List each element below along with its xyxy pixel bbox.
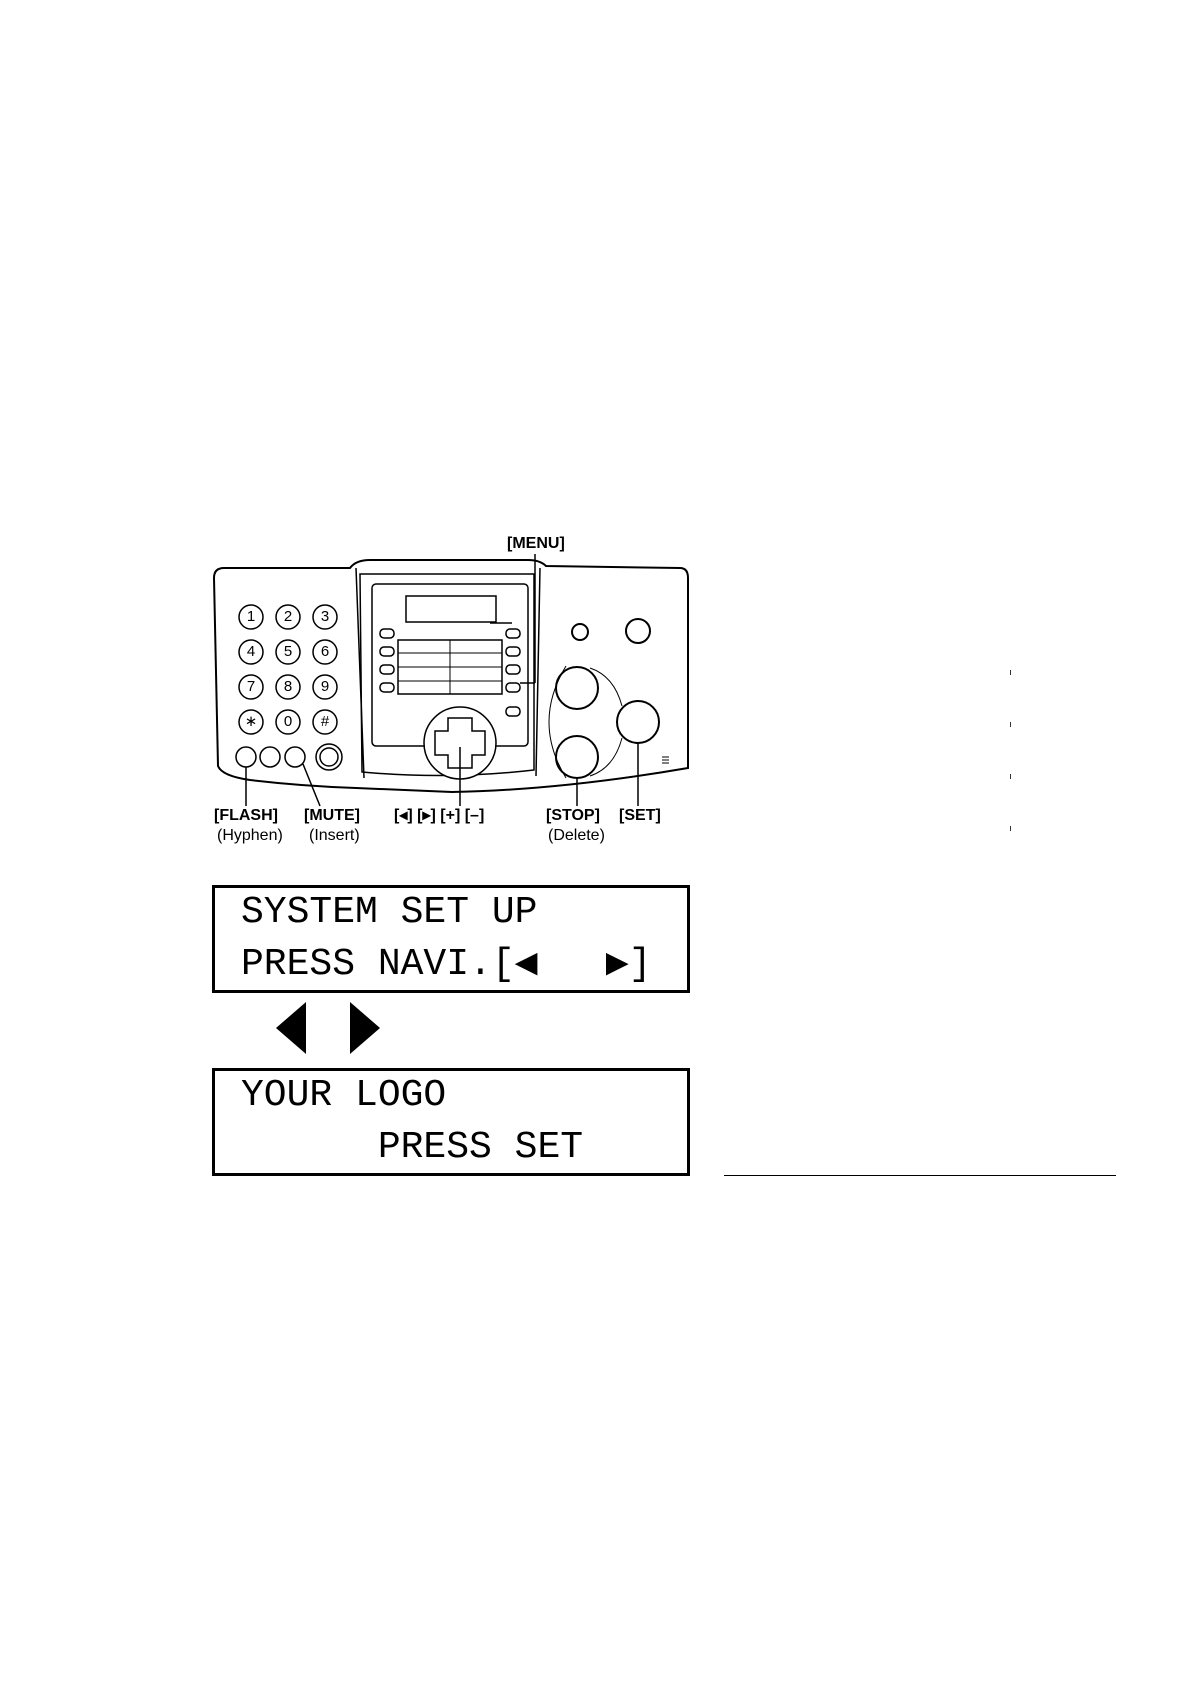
mute-label: [MUTE] bbox=[304, 807, 360, 825]
left-arrow-icon bbox=[276, 1002, 306, 1054]
section-divider bbox=[724, 1175, 1116, 1176]
tick-mark bbox=[1010, 670, 1011, 675]
menu-label: [MENU] bbox=[507, 535, 565, 553]
keypad-key-4: 5 bbox=[276, 642, 300, 662]
keypad-key-6: 7 bbox=[239, 677, 263, 697]
stop-label: [STOP] bbox=[546, 807, 600, 825]
stop-sub-label: (Delete) bbox=[548, 827, 605, 845]
keypad-key-11: # bbox=[313, 712, 337, 732]
panel-lcd bbox=[406, 596, 496, 622]
keypad-key-9: ∗ bbox=[239, 712, 263, 732]
keypad-key-3: 4 bbox=[239, 642, 263, 662]
mute-sub-label: (Insert) bbox=[309, 827, 360, 845]
keypad-key-1: 2 bbox=[276, 607, 300, 627]
flash-label: [FLASH] bbox=[214, 807, 278, 825]
display-system-set-up: SYSTEM SET UP PRESS NAVI.[◀ ▶] bbox=[212, 885, 690, 993]
keypad-key-5: 6 bbox=[313, 642, 337, 662]
navigator-arrows bbox=[270, 1000, 390, 1056]
right-arrow-icon bbox=[350, 1002, 380, 1054]
keypad-key-8: 9 bbox=[313, 677, 337, 697]
display2-line2: PRESS SET bbox=[241, 1123, 583, 1173]
display2-line1: YOUR LOGO bbox=[241, 1071, 446, 1121]
set-label: [SET] bbox=[619, 807, 661, 825]
keypad-key-0: 1 bbox=[239, 607, 263, 627]
display1-line2: PRESS NAVI.[◀ ▶] bbox=[241, 940, 652, 990]
display1-line1: SYSTEM SET UP bbox=[241, 888, 537, 938]
tick-mark bbox=[1010, 774, 1011, 779]
keypad-key-10: 0 bbox=[276, 712, 300, 732]
tick-mark bbox=[1010, 826, 1011, 831]
keypad-key-7: 8 bbox=[276, 677, 300, 697]
keypad-key-2: 3 bbox=[313, 607, 337, 627]
tick-mark bbox=[1010, 722, 1011, 727]
flash-sub-label: (Hyphen) bbox=[217, 827, 283, 845]
display-your-logo: YOUR LOGO PRESS SET bbox=[212, 1068, 690, 1176]
navigator-label: [◂] [▸] [+] [–] bbox=[394, 807, 484, 825]
